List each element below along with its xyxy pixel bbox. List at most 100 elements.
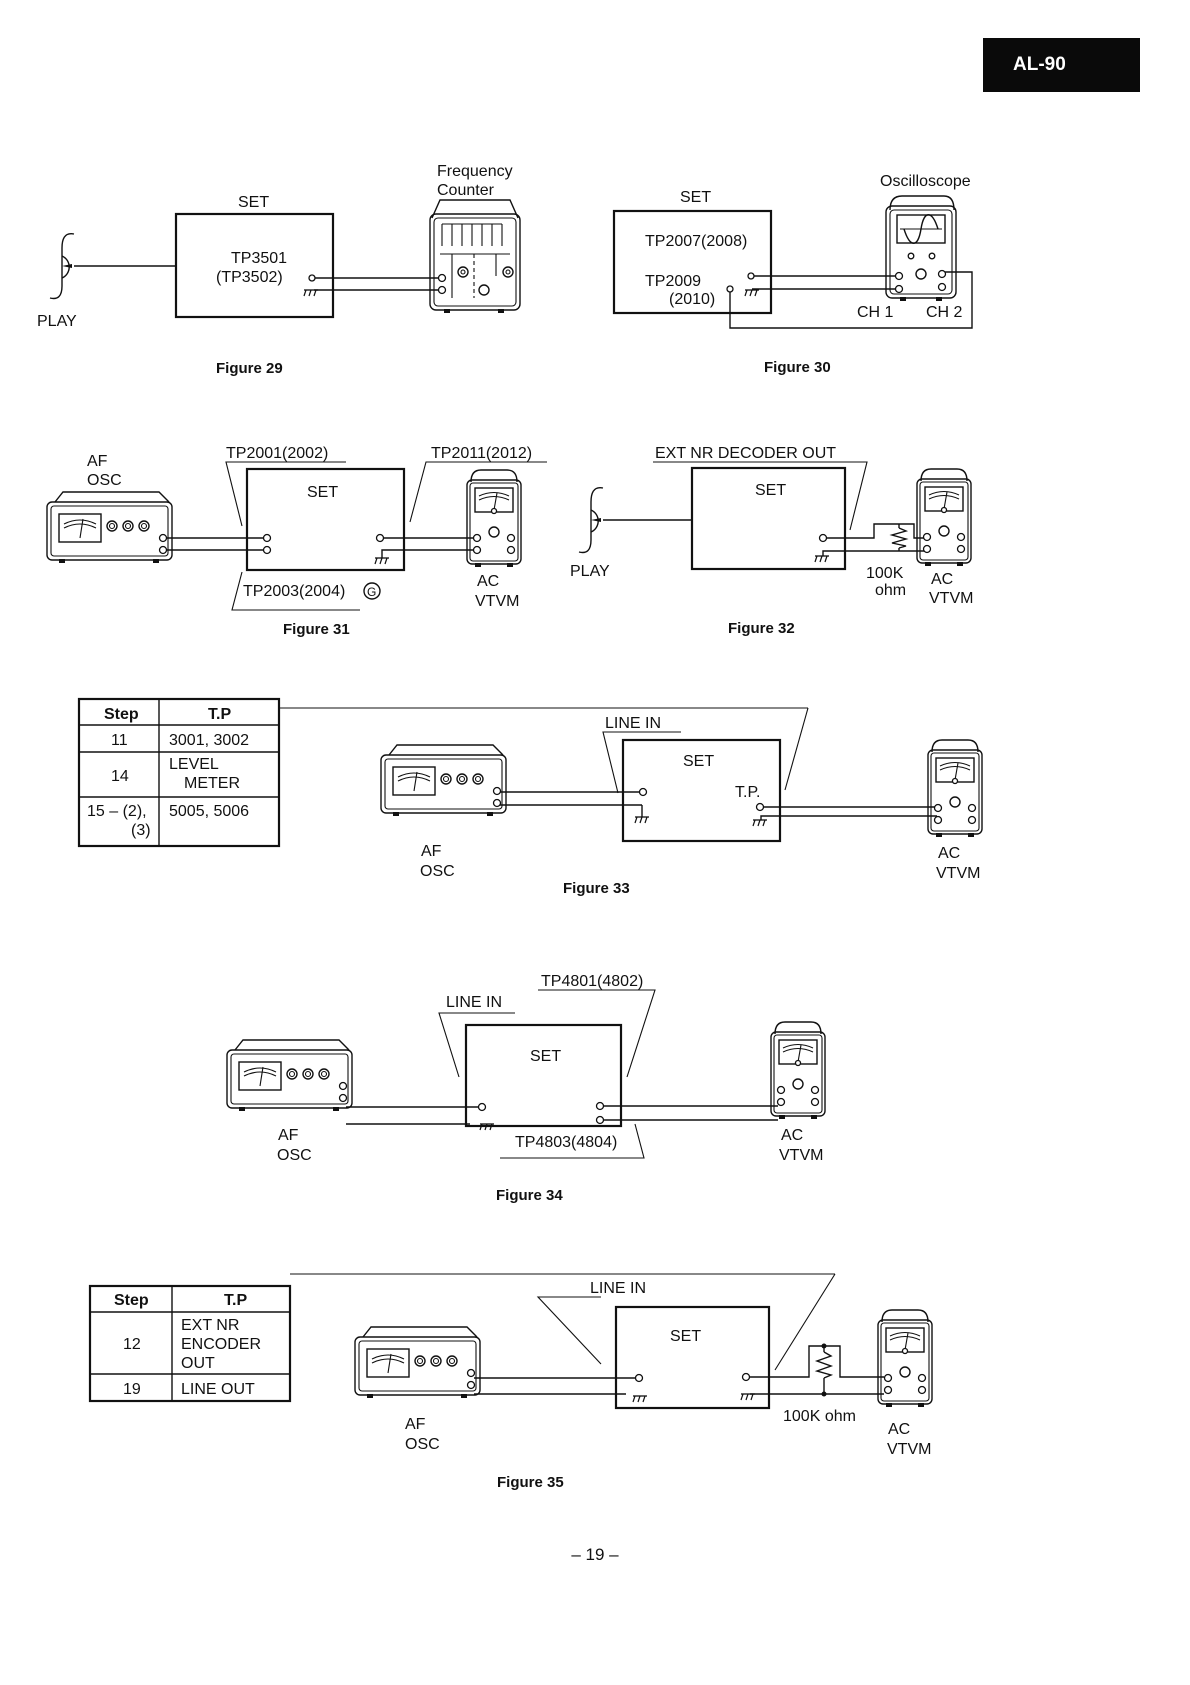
- step-table: Step T.P 11 3001, 3002 14 LEVEL METER 15…: [77, 697, 281, 848]
- osc-label: OSC: [420, 863, 455, 880]
- tp-in-label: TP2001(2002): [226, 445, 328, 462]
- vtvm-label: VTVM: [887, 1441, 931, 1458]
- tp-label: T.P.: [735, 784, 761, 801]
- table-cell: ENCODER: [181, 1336, 261, 1353]
- set-box: [174, 212, 335, 319]
- table-cell: 5005, 5006: [169, 803, 249, 820]
- ac-vtvm-icon: [916, 468, 972, 567]
- table-cell: EXT NR: [181, 1317, 239, 1334]
- ground-icon: [303, 289, 319, 297]
- table-cell: LINE OUT: [181, 1381, 255, 1398]
- table-cell: 14: [111, 768, 129, 785]
- table-header-tp: T.P: [208, 706, 231, 723]
- set-label: SET: [683, 753, 714, 770]
- play-head-icon: [578, 486, 604, 554]
- ground-icon: [632, 1395, 648, 1403]
- ground-icon: [374, 557, 390, 565]
- table-header-tp: T.P: [224, 1292, 247, 1309]
- table-cell: 11: [111, 732, 128, 749]
- model-tag: AL-90: [983, 38, 1140, 92]
- ground-mark-icon: [363, 582, 381, 600]
- play-label: PLAY: [570, 563, 610, 580]
- model-label: AL-90: [1013, 54, 1066, 75]
- ac-vtvm-icon: [877, 1309, 933, 1408]
- af-label: AF: [278, 1127, 299, 1144]
- vtvm-label: VTVM: [779, 1147, 823, 1164]
- set-box: [245, 467, 406, 572]
- figure-29: PLAY SET TP3501 (TP3502): [37, 163, 521, 377]
- set-label: SET: [680, 189, 711, 206]
- figure-32: PLAY SET EXT NR DECODER OUT 100K ohm AC …: [570, 445, 973, 637]
- figure-caption: Figure 35: [497, 1474, 564, 1491]
- table-header-step: Step: [104, 706, 139, 723]
- resistor-icon: [814, 1343, 834, 1397]
- resistor-label-line2: ohm: [875, 582, 906, 599]
- ac-label: AC: [931, 571, 953, 588]
- tp-label-a: TP2007(2008): [645, 233, 747, 250]
- play-head-icon: [49, 232, 75, 300]
- ac-label: AC: [888, 1421, 910, 1438]
- osc-label: OSC: [405, 1436, 440, 1453]
- osc-label: OSC: [87, 472, 122, 489]
- instrument-label: Oscilloscope: [880, 173, 971, 190]
- af-oscillator-icon: [354, 1326, 481, 1399]
- set-label: SET: [238, 194, 269, 211]
- set-box: [464, 1023, 623, 1128]
- af-label: AF: [405, 1416, 426, 1433]
- tp-ground-label: TP4803(4804): [515, 1134, 617, 1151]
- tp-label-b: TP2009: [645, 273, 701, 290]
- vtvm-label: VTVM: [475, 593, 519, 610]
- line-in-label: LINE IN: [446, 994, 502, 1011]
- figure-caption: Figure 34: [496, 1187, 563, 1204]
- page-number: – 19 –: [571, 1545, 619, 1564]
- set-box: [612, 209, 773, 315]
- tp-label-alt: (TP3502): [216, 269, 283, 286]
- af-oscillator-icon: [46, 491, 173, 564]
- figure-30: SET TP2007(2008) TP2009 (2010): [612, 173, 973, 376]
- ground-icon: [740, 1393, 756, 1401]
- ground-icon: [744, 289, 760, 297]
- set-box: [690, 466, 847, 571]
- ground-icon: [752, 819, 768, 827]
- instrument-label-line2: Counter: [437, 182, 495, 199]
- oscilloscope-icon: [885, 195, 957, 301]
- osc-label: OSC: [277, 1147, 312, 1164]
- table-cell: METER: [184, 775, 240, 792]
- tp-ground-label: TP2003(2004): [243, 583, 345, 600]
- figure-caption: Figure 32: [728, 620, 795, 637]
- table-cell: OUT: [181, 1355, 215, 1372]
- table-cell: (3): [131, 822, 151, 839]
- ground-icon: [634, 816, 650, 824]
- resistor-label-line1: 100K: [866, 565, 904, 582]
- step-table: Step T.P 12 EXT NR ENCODER OUT 19 LINE O…: [88, 1284, 292, 1403]
- af-oscillator-icon: [226, 1039, 353, 1112]
- figure-31: AF OSC SET TP2001(2002) TP2011(2012) TP2…: [46, 445, 547, 638]
- vtvm-label: VTVM: [929, 590, 973, 607]
- line-in-label: LINE IN: [605, 715, 661, 732]
- figure-caption: Figure 29: [216, 360, 283, 377]
- ground-mark: G: [367, 585, 376, 599]
- figure-caption: Figure 33: [563, 880, 630, 897]
- ac-vtvm-icon: [927, 739, 983, 838]
- table-cell: 19: [123, 1381, 141, 1398]
- ac-label: AC: [781, 1127, 803, 1144]
- table-header-step: Step: [114, 1292, 149, 1309]
- ac-label: AC: [477, 573, 499, 590]
- play-label: PLAY: [37, 313, 77, 330]
- figure-caption: Figure 30: [764, 359, 831, 376]
- set-label: SET: [307, 484, 338, 501]
- tp-label-b-alt: (2010): [669, 291, 715, 308]
- af-label: AF: [87, 453, 108, 470]
- tp-label: TP3501: [231, 250, 287, 267]
- figure-35: Step T.P 12 EXT NR ENCODER OUT 19 LINE O…: [88, 1273, 933, 1491]
- ac-vtvm-icon: [770, 1021, 826, 1120]
- table-cell: 3001, 3002: [169, 732, 249, 749]
- set-label: SET: [670, 1328, 701, 1345]
- set-label: SET: [530, 1048, 561, 1065]
- tp-out-label: TP2011(2012): [431, 445, 532, 462]
- table-cell: 15 – (2),: [87, 803, 147, 820]
- table-cell: LEVEL: [169, 756, 219, 773]
- figure-34: SET LINE IN TP4801(4802) TP4803(4804) AF…: [226, 973, 826, 1204]
- table-cell: 12: [123, 1336, 141, 1353]
